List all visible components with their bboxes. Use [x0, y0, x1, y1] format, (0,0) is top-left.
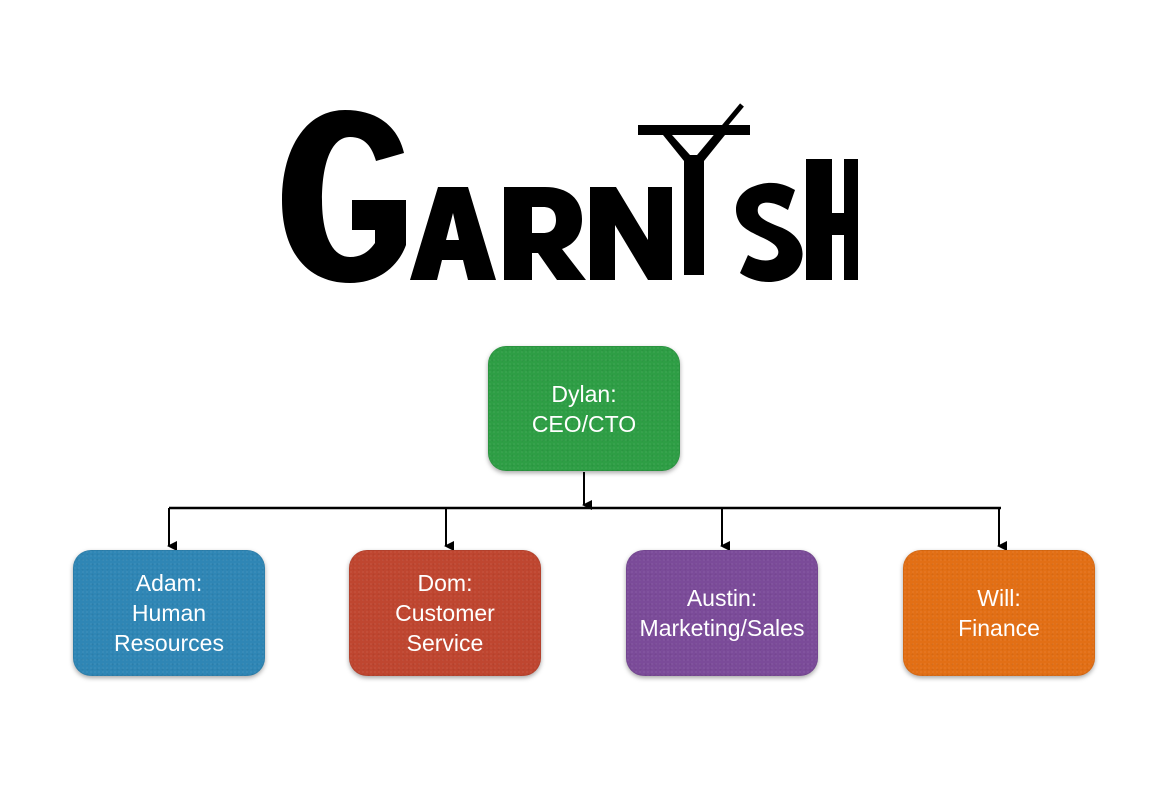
- node-role: CEO/CTO: [531, 410, 637, 437]
- node-name: Austin:: [686, 585, 758, 611]
- node-name: Dylan:: [551, 380, 617, 407]
- node-name: Adam:: [135, 570, 203, 596]
- node-name: Dom:: [417, 570, 473, 596]
- logo-letter-s: [736, 182, 803, 283]
- logo-letter-r: [504, 187, 586, 280]
- logo-letter-i-martini: [638, 125, 750, 275]
- node-human-resources: Adam: Human Resources: [73, 550, 265, 676]
- node-finance: Will: Finance: [903, 550, 1095, 676]
- logo-letter-h: [806, 159, 858, 280]
- node-role-line1: Human: [131, 600, 207, 626]
- node-ceo-cto: Dylan: CEO/CTO: [488, 346, 680, 471]
- node-customer-service: Dom: Customer Service: [349, 550, 541, 676]
- node-role-line2: Service: [406, 630, 484, 656]
- garnish-logo: [282, 103, 858, 283]
- node-role-line1: Marketing/Sales: [639, 615, 805, 641]
- logo-letter-g: [282, 110, 406, 283]
- logo-martini-inner: [672, 135, 716, 155]
- logo-letter-a: [410, 187, 496, 280]
- node-role-line1: Finance: [958, 615, 1040, 641]
- node-role-line1: Customer: [395, 600, 495, 626]
- node-role-line2: Resources: [114, 630, 224, 656]
- node-marketing-sales: Austin: Marketing/Sales: [626, 550, 818, 676]
- logo-letter-n: [590, 187, 672, 280]
- logo-martini-straw: [690, 103, 744, 167]
- node-name: Will:: [977, 585, 1021, 611]
